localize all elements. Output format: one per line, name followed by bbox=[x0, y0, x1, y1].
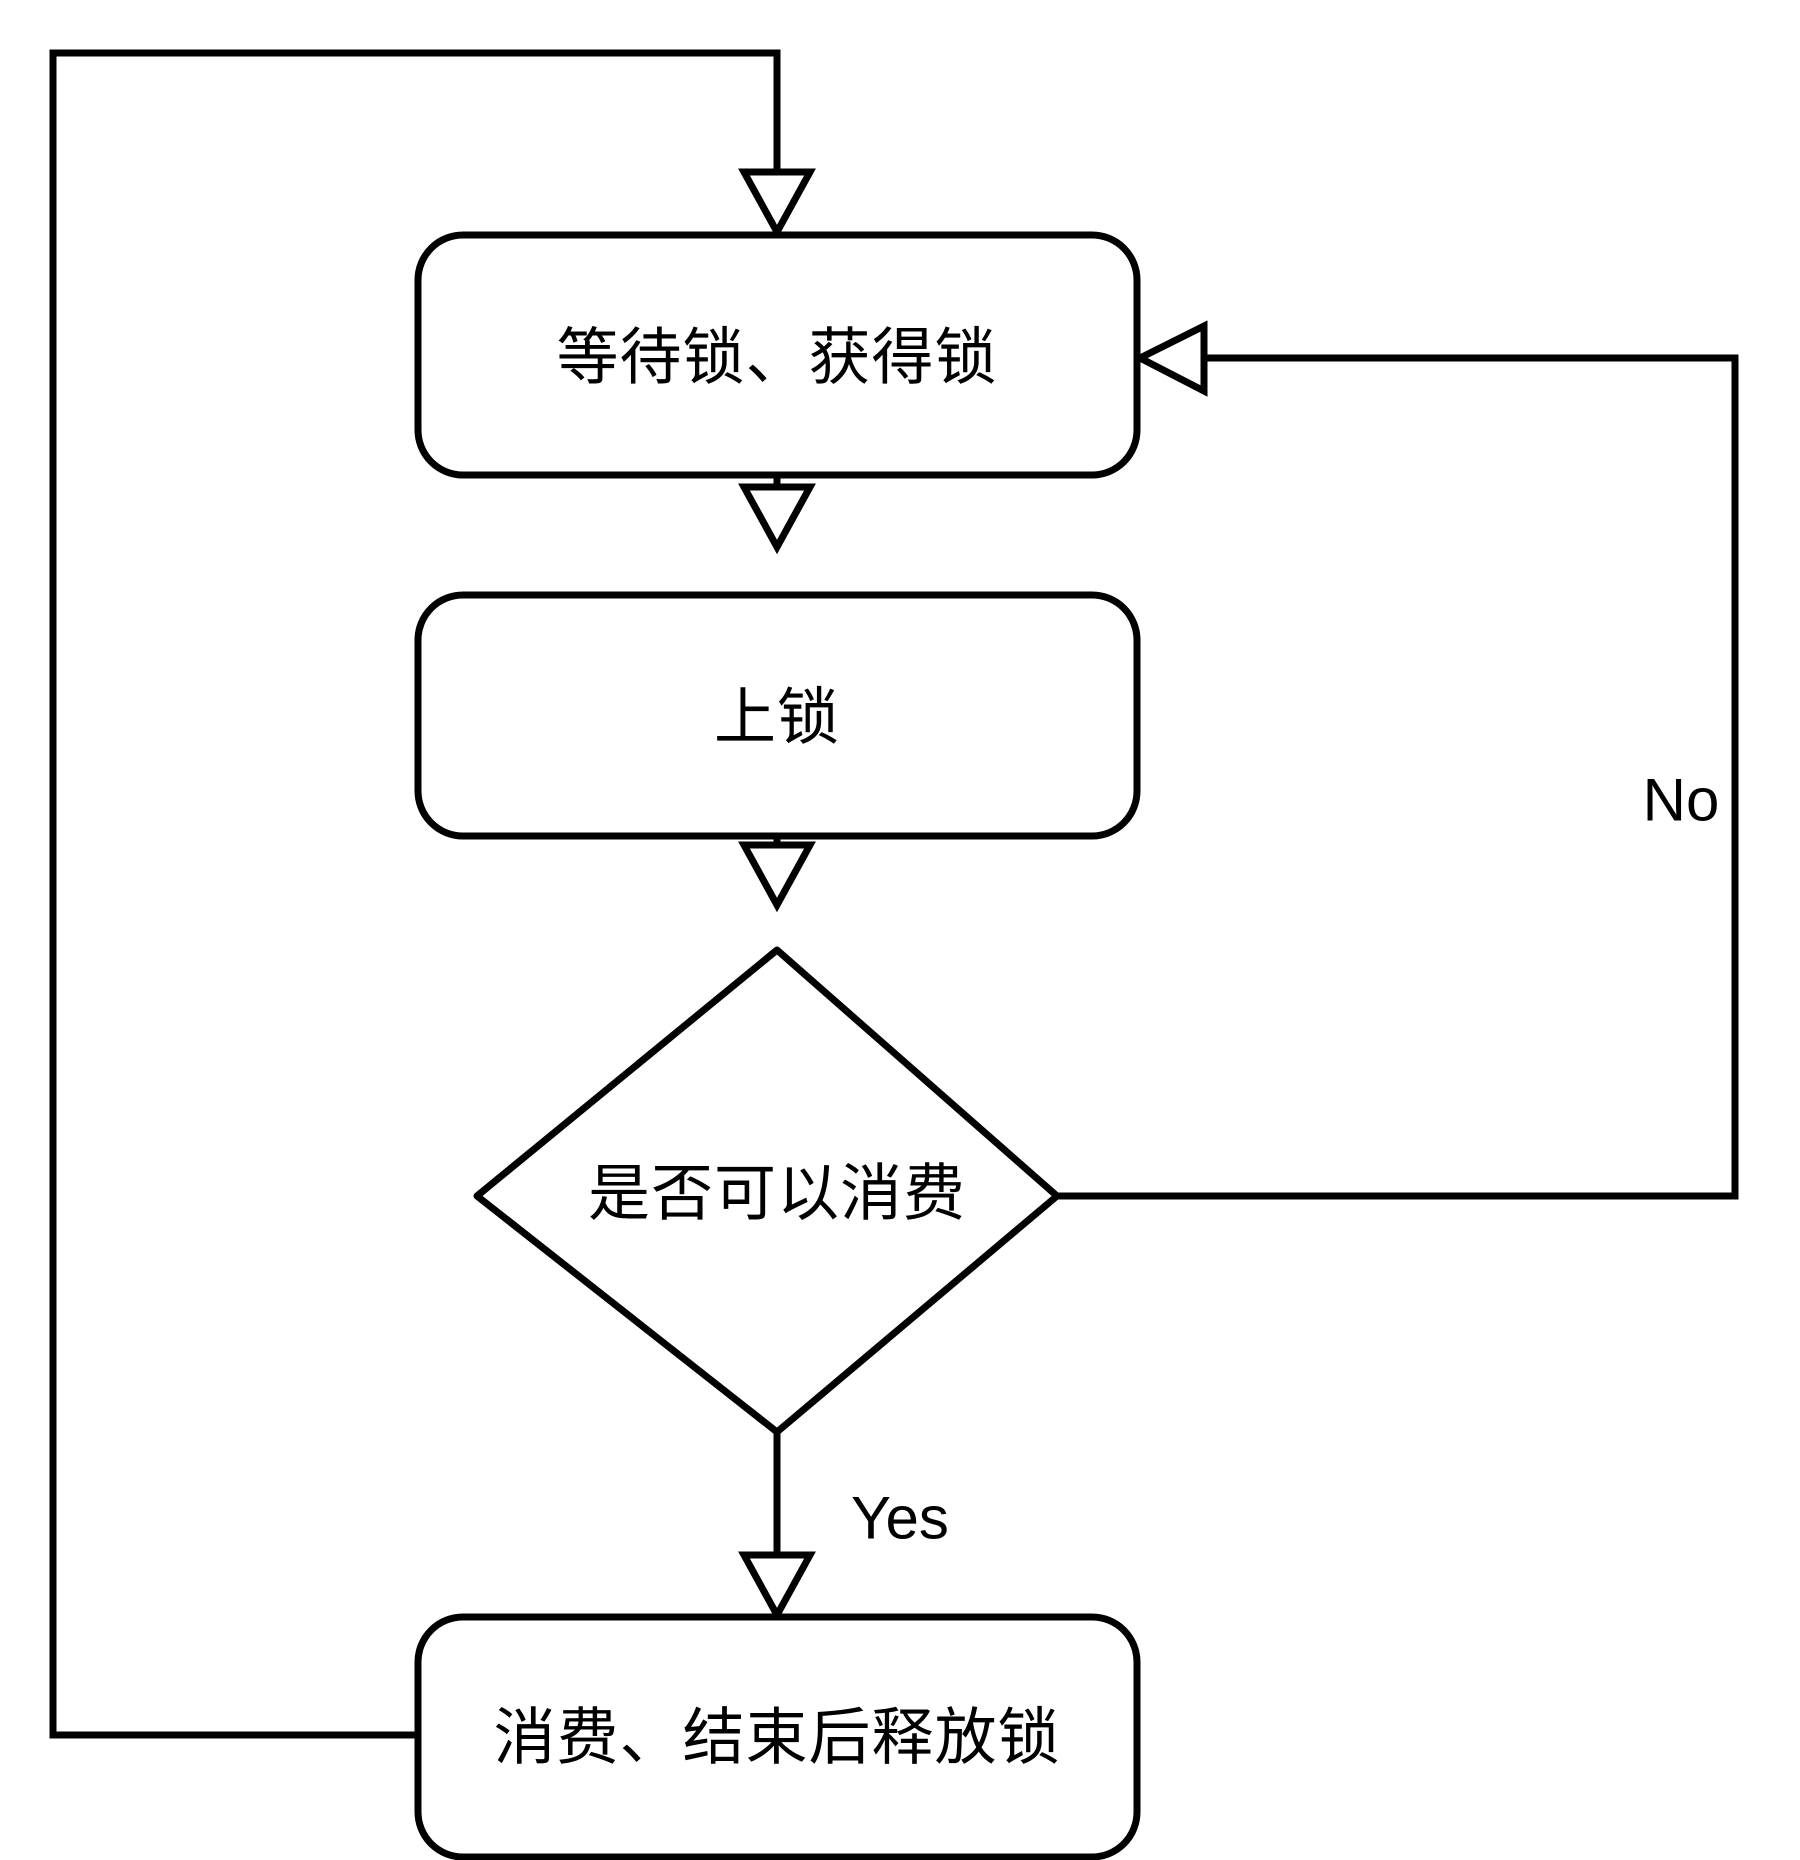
node-can-consume[interactable]: 是否可以消费 bbox=[473, 946, 1061, 1436]
node-wait-acquire-lock-shape[interactable] bbox=[414, 231, 1141, 479]
edge-wait-to-lock bbox=[738, 475, 816, 555]
node-wait-acquire-lock[interactable]: 等待锁、获得锁 bbox=[414, 231, 1141, 479]
arrowhead-left-into-wait bbox=[1132, 320, 1208, 397]
edge-label-no: No bbox=[1643, 767, 1720, 834]
edge-decision-no-line bbox=[1057, 354, 1739, 1200]
node-can-consume-label: 是否可以消费 bbox=[588, 1157, 966, 1230]
edge-label-yes: Yes bbox=[851, 1485, 949, 1552]
edge-lock-to-decision bbox=[738, 836, 816, 913]
node-consume-release-lock-shape[interactable] bbox=[414, 1613, 1141, 1860]
edge-decision-yes bbox=[738, 1432, 816, 1623]
node-lock[interactable]: 上锁 bbox=[414, 591, 1141, 840]
node-lock-label: 上锁 bbox=[714, 681, 840, 754]
node-can-consume-shape[interactable] bbox=[473, 946, 1061, 1436]
edge-decision-no bbox=[1057, 320, 1739, 1200]
edge-loop-back-line bbox=[49, 49, 781, 1739]
arrowhead-down-into-lock bbox=[738, 483, 816, 555]
arrowhead-down-into-decision bbox=[738, 841, 816, 913]
arrowhead-down-into-wait bbox=[738, 168, 816, 240]
arrowhead-down-into-consume bbox=[738, 1551, 816, 1623]
node-wait-acquire-lock-label: 等待锁、获得锁 bbox=[556, 321, 997, 394]
node-lock-shape[interactable] bbox=[414, 591, 1141, 840]
node-consume-release-lock[interactable]: 消费、结束后释放锁 bbox=[414, 1613, 1141, 1860]
node-consume-release-lock-label: 消费、结束后释放锁 bbox=[493, 1701, 1060, 1774]
edge-loop-back-to-wait bbox=[49, 49, 816, 1739]
